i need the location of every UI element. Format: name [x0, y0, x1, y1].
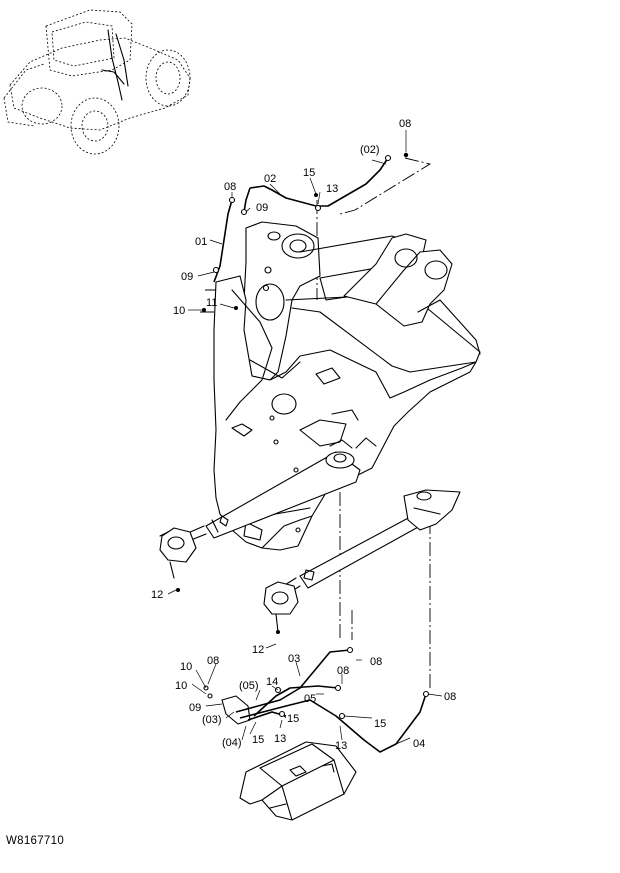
- callout-12: 12: [151, 589, 163, 601]
- callout-13: 13: [274, 733, 286, 745]
- callout-14: 14: [266, 676, 278, 688]
- callout-09: 09: [256, 202, 268, 214]
- callout-02-paren: (02): [360, 144, 380, 156]
- callout-04: 04: [413, 738, 425, 750]
- callout-08: 08: [370, 656, 382, 668]
- steering-cylinder-left: [159, 439, 361, 579]
- callout-01: 01: [195, 236, 207, 248]
- lower-pipes: [176, 588, 430, 753]
- callout-10: 10: [173, 305, 185, 317]
- callout-08: 08: [224, 181, 236, 193]
- callout-08: 08: [444, 691, 456, 703]
- leader-lines: [167, 130, 443, 745]
- callout-13: 13: [335, 740, 347, 752]
- callout-15: 15: [303, 167, 315, 179]
- callout-11: 11: [206, 297, 217, 309]
- callout-08: 08: [207, 655, 219, 667]
- steering-cylinder-right: [263, 489, 461, 633]
- callout-08: 08: [337, 665, 349, 677]
- loader-front-frame: [213, 221, 481, 551]
- callout-10: 10: [180, 661, 192, 673]
- wheel-loader-locator-icon: [3, 9, 191, 155]
- callout-15: 15: [252, 734, 264, 746]
- callout-15: 15: [287, 713, 299, 725]
- drawing-code: W8167710: [6, 835, 65, 847]
- callout-09: 09: [181, 271, 193, 283]
- callout-labels: 08 (02) 15 02 13 08 09 01 09 11 10 12 12…: [151, 118, 456, 752]
- callout-08: 08: [399, 118, 411, 130]
- callout-12: 12: [252, 644, 264, 656]
- callout-05-paren: (05): [239, 680, 259, 692]
- callout-15: 15: [374, 718, 386, 730]
- upper-pipes: [202, 152, 409, 312]
- callout-03: 03: [288, 653, 300, 665]
- callout-03-paren: (03): [202, 714, 222, 726]
- callout-13: 13: [326, 183, 338, 195]
- callout-02: 02: [264, 173, 276, 185]
- callout-09: 09: [189, 702, 201, 714]
- callout-10: 10: [175, 680, 187, 692]
- mounting-bracket: [239, 741, 357, 821]
- callout-04-paren: (04): [222, 737, 242, 749]
- callout-05: 05: [304, 693, 316, 705]
